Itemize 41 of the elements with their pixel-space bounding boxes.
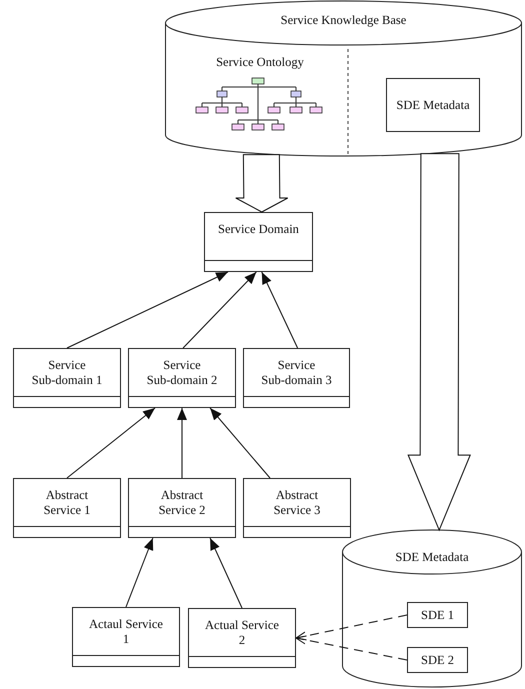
arrow	[182, 272, 257, 348]
arrow	[261, 272, 298, 348]
block-arrow	[407, 153, 471, 532]
class-box	[204, 212, 313, 272]
class-box	[243, 348, 350, 408]
class-box	[128, 348, 236, 408]
node-label: Service Knowledge Base	[280, 13, 406, 28]
dashed-arrow	[296, 636, 408, 660]
arrow	[66, 272, 228, 348]
node-label: Actual Service 2	[205, 618, 279, 648]
node-label: SDE 2	[421, 652, 454, 668]
class-box	[13, 348, 121, 408]
node-label: Abstract Service 2	[158, 488, 206, 518]
arrow	[210, 538, 242, 608]
dashed-arrow	[296, 614, 408, 640]
node-label: Service Sub-domain 3	[260, 358, 333, 388]
class-box	[128, 478, 236, 538]
process-box	[407, 602, 468, 628]
node-label: Service Sub-domain 2	[146, 358, 218, 388]
node-label: SDE Metadata	[396, 98, 470, 112]
class-box	[72, 607, 180, 667]
process-box	[386, 78, 480, 132]
arrow	[177, 408, 187, 478]
node-label: SDE 1	[421, 608, 454, 622]
arrow	[126, 538, 154, 608]
node-label: Abstract Service 1	[42, 488, 92, 518]
node-label: Service Ontology	[216, 55, 304, 70]
class-box	[13, 478, 121, 538]
arrow	[210, 408, 270, 478]
database-cylinder	[165, 1, 522, 157]
node-label: SDE Metadata	[395, 550, 469, 565]
node-label: Actaul Service 1	[89, 617, 163, 647]
class-box	[243, 478, 351, 538]
database-cylinder	[342, 530, 522, 688]
node-label: Service Sub-domain 1	[30, 358, 104, 388]
node-label: Service Domain	[217, 222, 300, 237]
class-box	[188, 608, 296, 668]
block-arrow	[235, 154, 288, 213]
arrow	[66, 408, 156, 478]
process-box	[407, 647, 468, 673]
node-label: Abstract Service 3	[272, 488, 322, 518]
